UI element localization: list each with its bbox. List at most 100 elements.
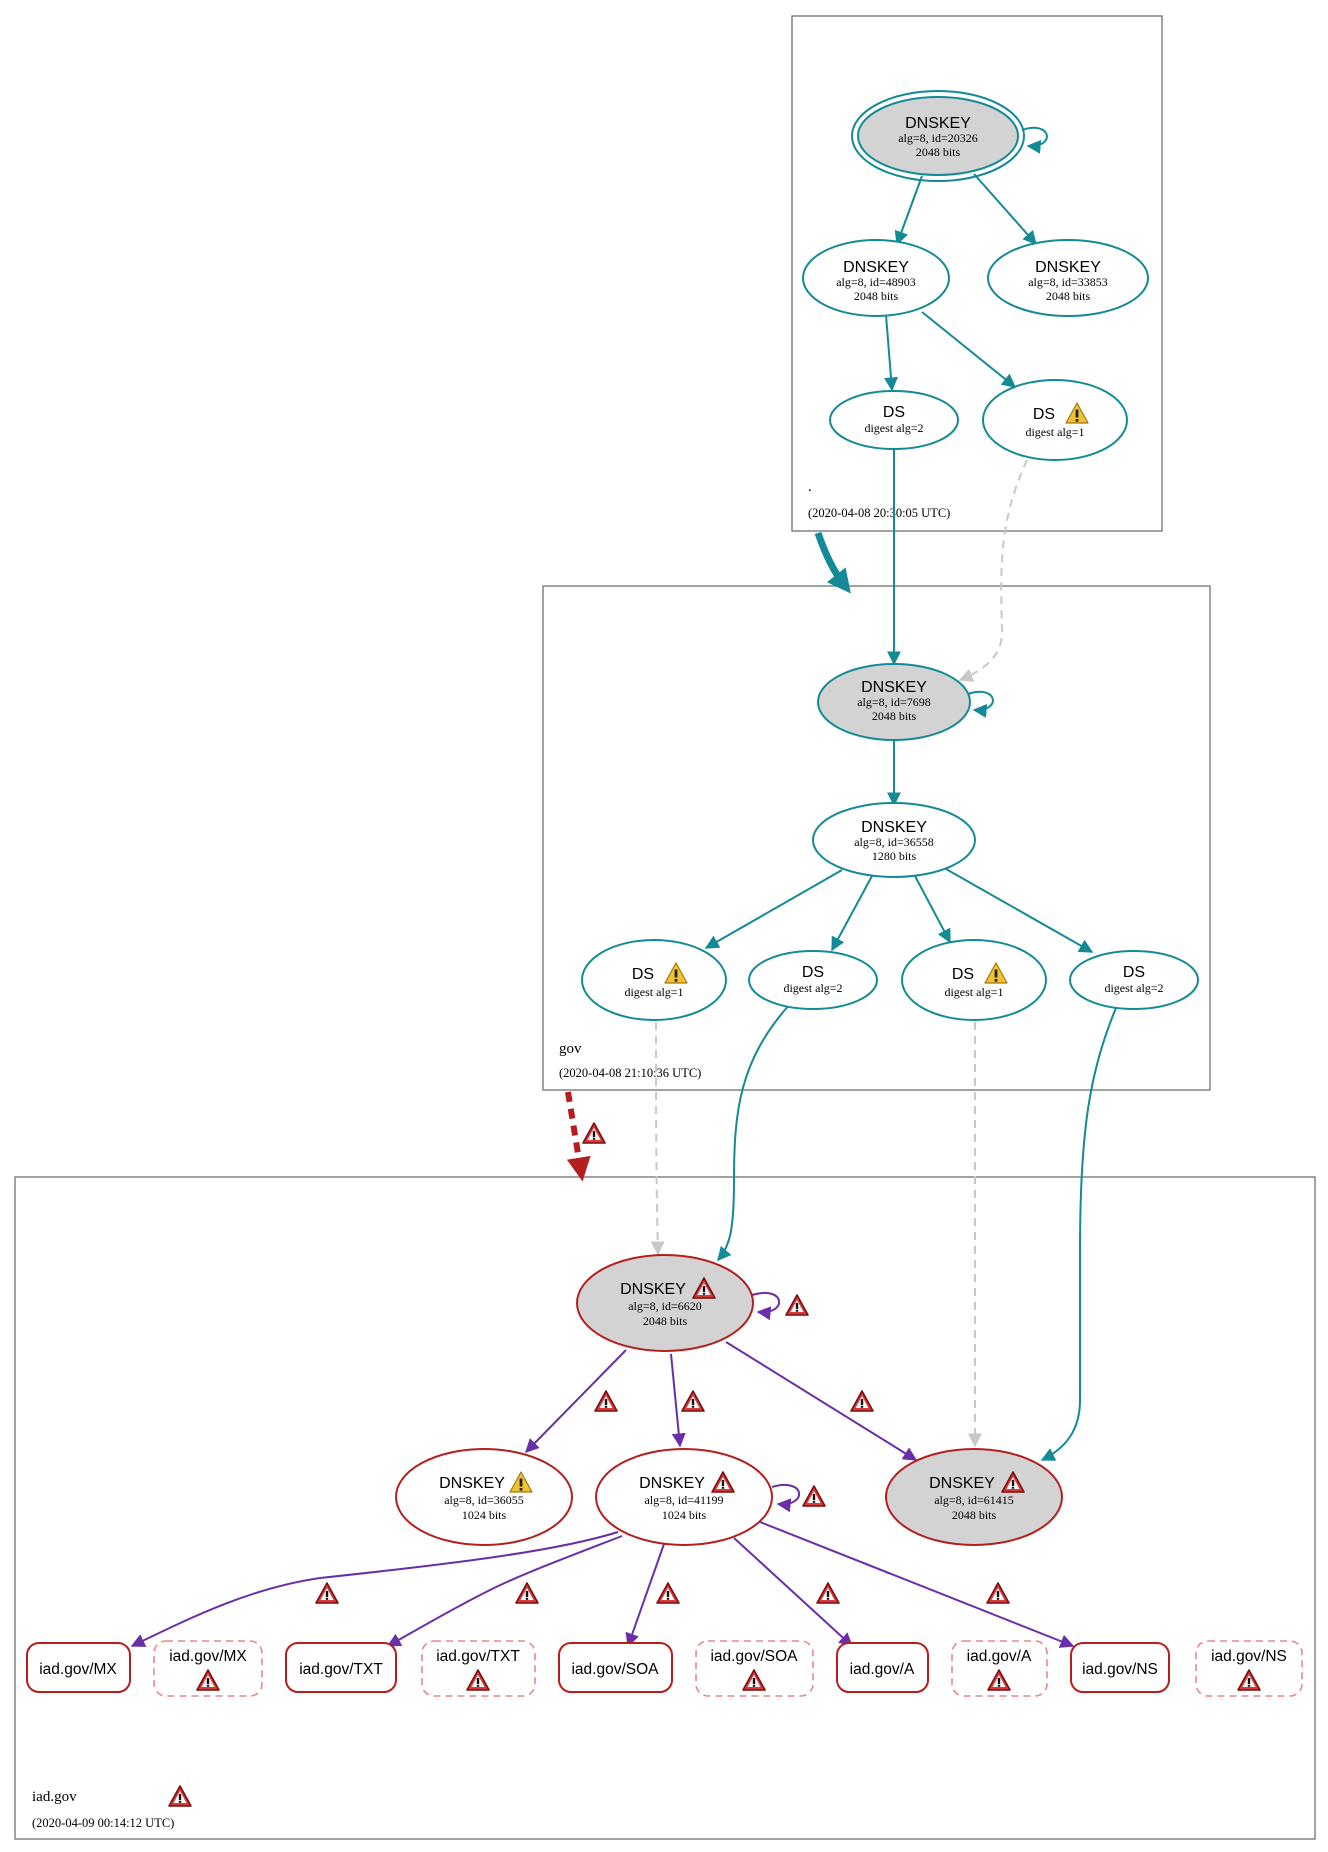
edge-root-ksk-to-zsk2 [973, 173, 1037, 246]
edge-iad-k41199-to-a [733, 1537, 854, 1647]
node-digest-info: digest alg=1 [944, 985, 1003, 999]
node-key-size: 1024 bits [662, 1508, 707, 1522]
node-gov-ds-c-digest1[interactable]: DS digest alg=1 [901, 939, 1047, 1021]
edge-gov-zsk-to-ds-d [945, 868, 1094, 953]
node-key-size: 1024 bits [462, 1508, 507, 1522]
zone-iad-timestamp: (2020-04-09 00:14:12 UTC) [32, 1816, 174, 1830]
error-icon [785, 1294, 809, 1316]
node-key-info: alg=8, id=61415 [934, 1493, 1014, 1507]
zone-root-timestamp: (2020-04-08 20:30:05 UTC) [808, 506, 950, 520]
error-icon [515, 1582, 539, 1604]
edge-gov-ds-d-to-iad-k61415 [1040, 1007, 1117, 1461]
rrset-label: iad.gov/A [850, 1661, 915, 1678]
edge-gov-ksk-self [967, 691, 994, 718]
zone-root-box [791, 15, 1163, 532]
node-root-ds-digest1[interactable]: DS digest alg=1 [982, 379, 1128, 461]
node-title: DNSKEY [861, 819, 927, 836]
node-title: DS [883, 404, 905, 421]
node-title: DNSKEY [639, 1475, 705, 1492]
edge-iad-k41199-to-mx [130, 1531, 619, 1647]
rrset-iad-mx-nonexistent[interactable]: iad.gov/MX [153, 1640, 263, 1697]
node-key-info: alg=8, id=6620 [628, 1299, 702, 1313]
node-title: DNSKEY [843, 259, 909, 276]
edge-gov-to-iad-delegation [565, 1091, 591, 1182]
zone-root-name: . [808, 479, 812, 495]
node-title: DNSKEY [1035, 259, 1101, 276]
error-icon [315, 1582, 339, 1604]
node-key-size: 1280 bits [872, 849, 917, 863]
rrset-label: iad.gov/TXT [436, 1648, 520, 1665]
node-title: DS [632, 966, 654, 983]
node-title: DS [1123, 964, 1145, 981]
node-key-size: 2048 bits [854, 289, 899, 303]
node-key-info: alg=8, id=33853 [1028, 275, 1108, 289]
edge-iad-k41199-to-txt [386, 1535, 623, 1647]
node-digest-info: digest alg=2 [783, 981, 842, 995]
rrset-label: iad.gov/NS [1211, 1648, 1287, 1665]
edge-iad-k41199-self [771, 1484, 800, 1513]
error-icon [594, 1390, 618, 1412]
node-gov-ds-b-digest2[interactable]: DS digest alg=2 [748, 950, 878, 1010]
node-gov-ds-d-digest2[interactable]: DS digest alg=2 [1069, 950, 1199, 1010]
rrset-iad-ns[interactable]: iad.gov/NS [1070, 1642, 1170, 1693]
node-iad-ksk-6620[interactable]: DNSKEY alg=8, id=6620 2048 bits [576, 1254, 754, 1352]
node-iad-key-36055[interactable]: DNSKEY alg=8, id=36055 1024 bits [395, 1448, 573, 1546]
rrset-label: iad.gov/NS [1082, 1661, 1158, 1678]
node-iad-key-61415[interactable]: DNSKEY alg=8, id=61415 2048 bits [885, 1448, 1063, 1546]
node-key-info: alg=8, id=20326 [898, 131, 978, 145]
node-title: DNSKEY [905, 115, 971, 132]
zone-gov-box [542, 585, 1211, 1091]
edge-root-zsk1-to-ds1 [921, 311, 1017, 388]
node-key-info: alg=8, id=7698 [857, 695, 931, 709]
node-gov-ds-a-digest1[interactable]: DS digest alg=1 [581, 939, 727, 1021]
rrset-label: iad.gov/MX [39, 1661, 117, 1678]
edge-gov-ds-b-to-iad-ksk [717, 1003, 791, 1262]
node-digest-info: digest alg=1 [1025, 425, 1084, 439]
error-icon [850, 1390, 874, 1412]
rrset-label: iad.gov/TXT [299, 1661, 383, 1678]
node-title: DNSKEY [929, 1475, 995, 1492]
rrset-iad-txt-nonexistent[interactable]: iad.gov/TXT [421, 1640, 536, 1697]
edge-gov-zsk-to-ds-a [704, 869, 843, 949]
node-key-size: 2048 bits [952, 1508, 997, 1522]
zone-iad-box [14, 1176, 1316, 1840]
rrset-label: iad.gov/A [967, 1648, 1032, 1665]
node-key-size: 2048 bits [916, 145, 961, 159]
node-root-zsk-33853[interactable]: DNSKEY alg=8, id=33853 2048 bits [987, 239, 1149, 317]
node-root-ksk-20326[interactable]: DNSKEY alg=8, id=20326 2048 bits [851, 90, 1025, 182]
node-key-size: 2048 bits [1046, 289, 1091, 303]
node-key-info: alg=8, id=36055 [444, 1493, 524, 1507]
zone-gov-timestamp: (2020-04-08 21:10:36 UTC) [559, 1066, 701, 1080]
error-icon [802, 1485, 826, 1507]
edge-root-ds1-to-gov-ksk [958, 459, 1028, 682]
error-icon [656, 1582, 680, 1604]
rrset-iad-soa-nonexistent[interactable]: iad.gov/SOA [695, 1640, 814, 1697]
node-root-zsk-48903[interactable]: DNSKEY alg=8, id=48903 2048 bits [802, 239, 950, 317]
rrset-iad-ns-nonexistent[interactable]: iad.gov/NS [1195, 1640, 1303, 1697]
edge-root-ksk-self [1021, 127, 1048, 154]
rrset-iad-txt[interactable]: iad.gov/TXT [285, 1642, 397, 1693]
rrset-iad-soa[interactable]: iad.gov/SOA [558, 1642, 673, 1693]
rrset-label: iad.gov/SOA [710, 1648, 798, 1665]
node-key-size: 2048 bits [643, 1314, 688, 1328]
node-title: DNSKEY [861, 679, 927, 696]
node-digest-info: digest alg=2 [864, 421, 923, 435]
error-icon [582, 1122, 606, 1144]
rrset-iad-a-nonexistent[interactable]: iad.gov/A [951, 1640, 1048, 1697]
node-root-ds-digest2[interactable]: DS digest alg=2 [829, 390, 959, 450]
edge-iad-ksk-to-k61415 [725, 1341, 918, 1461]
rrset-iad-mx[interactable]: iad.gov/MX [26, 1642, 131, 1693]
node-gov-zsk-36558[interactable]: DNSKEY alg=8, id=36558 1280 bits [812, 802, 976, 878]
node-title: DNSKEY [439, 1475, 505, 1492]
error-icon [986, 1582, 1010, 1604]
node-gov-ksk-7698[interactable]: DNSKEY alg=8, id=7698 2048 bits [817, 663, 971, 741]
edge-iad-k41199-to-soa [625, 1543, 665, 1648]
edge-iad-ksk-self [751, 1292, 780, 1321]
error-icon [168, 1785, 192, 1807]
rrset-label: iad.gov/SOA [571, 1661, 659, 1678]
node-iad-key-41199[interactable]: DNSKEY alg=8, id=41199 1024 bits [595, 1448, 773, 1546]
edge-gov-zsk-to-ds-c [914, 875, 951, 944]
error-icon [816, 1582, 840, 1604]
rrset-iad-a[interactable]: iad.gov/A [836, 1642, 929, 1693]
